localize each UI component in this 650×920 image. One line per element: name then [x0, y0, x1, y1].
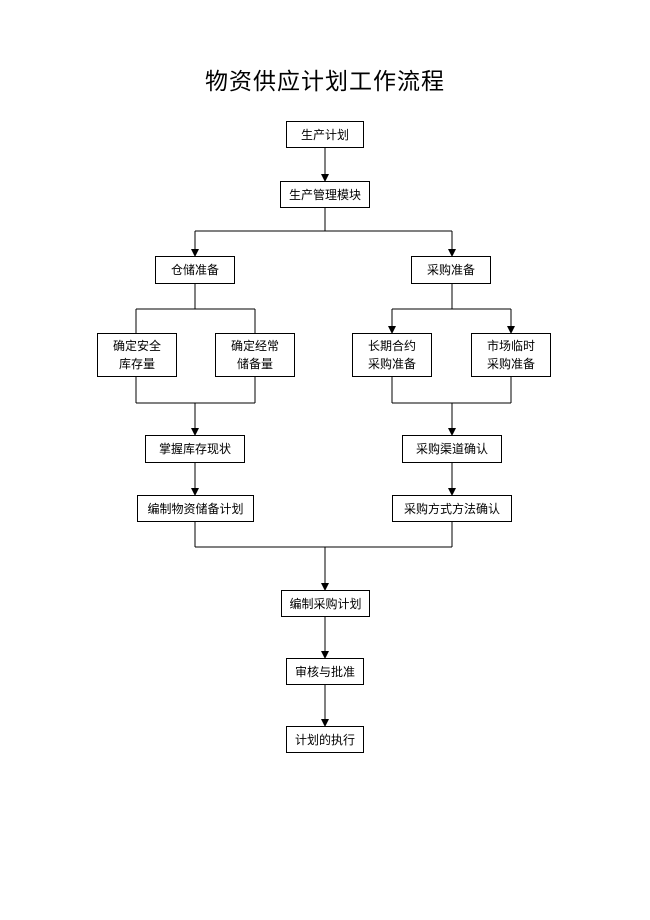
- node-label: 计划的执行: [294, 732, 355, 747]
- node-channel-confirm: 采购渠道确认: [402, 435, 502, 463]
- node-label: 审核与批准: [294, 664, 355, 679]
- node-label: 采购准备: [426, 263, 475, 277]
- node-execute-plan: 计划的执行: [286, 726, 364, 753]
- node-label: 编制采购计划: [289, 596, 362, 611]
- node-purchase-plan: 编制采购计划: [281, 590, 370, 617]
- node-label-line2: 库存量: [118, 357, 155, 371]
- node-production-plan: 生产计划: [286, 121, 364, 148]
- node-label-line1: 长期合约: [367, 339, 416, 353]
- node-method-confirm: 采购方式方法确认: [392, 495, 512, 522]
- node-label: 生产计划: [300, 127, 349, 142]
- node-label: 掌握库存现状: [158, 442, 231, 456]
- node-review-approve: 审核与批准: [286, 658, 364, 685]
- node-label-line1: 确定安全: [112, 339, 161, 353]
- node-production-module: 生产管理模块: [280, 181, 370, 208]
- node-label: 仓储准备: [170, 263, 219, 277]
- node-inventory-status: 掌握库存现状: [145, 435, 245, 463]
- page-title: 物资供应计划工作流程: [205, 69, 445, 95]
- node-label-line1: 市场临时: [486, 339, 535, 353]
- node-long-term-contract: 长期合约 采购准备: [352, 333, 432, 377]
- node-label: 编制物资储备计划: [147, 501, 244, 516]
- node-warehouse-prep: 仓储准备: [155, 256, 235, 284]
- node-label-line1: 确定经常: [230, 339, 279, 353]
- node-safety-stock: 确定安全 库存量: [97, 333, 177, 377]
- node-regular-reserve: 确定经常 储备量: [215, 333, 295, 377]
- node-label-line2: 采购准备: [486, 357, 535, 371]
- node-reserve-plan: 编制物资储备计划: [137, 495, 254, 522]
- node-label-line2: 采购准备: [367, 357, 416, 371]
- node-label: 生产管理模块: [288, 187, 361, 202]
- node-market-temporary: 市场临时 采购准备: [471, 333, 551, 377]
- node-procurement-prep: 采购准备: [411, 256, 491, 284]
- node-label: 采购渠道确认: [415, 442, 488, 456]
- node-label-line2: 储备量: [236, 357, 273, 371]
- node-label: 采购方式方法确认: [403, 501, 500, 516]
